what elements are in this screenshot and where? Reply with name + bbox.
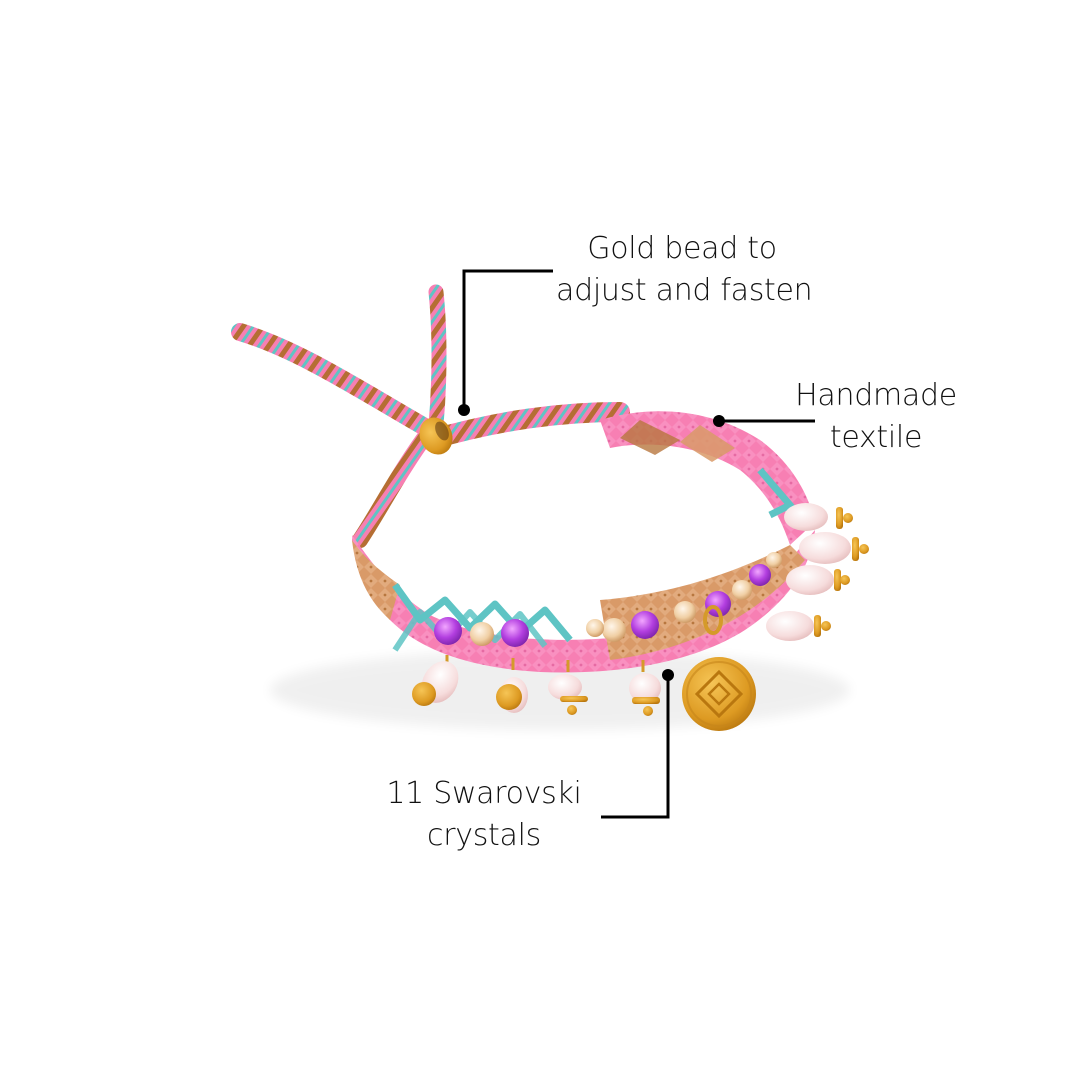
callout-textile-line2: textile: [829, 420, 923, 455]
swarovski-crystals: [434, 552, 782, 647]
callout-crystals-line2: crystals: [427, 818, 541, 853]
leader-line-crystals: [601, 675, 670, 819]
gold-coin-charm: [682, 605, 756, 731]
callout-textile-line1: Handmade: [795, 378, 957, 413]
leader-dot-gold-bead: [458, 404, 470, 416]
callout-handmade-textile: Handmade textile: [788, 375, 964, 459]
gold-bead: [419, 417, 453, 455]
callout-gold-bead: Gold bead to adjust and fasten: [556, 228, 813, 312]
leader-dot-textile: [713, 415, 725, 427]
callout-gold-bead-line2: adjust and fasten: [556, 273, 813, 308]
woven-band-back: [600, 411, 815, 545]
callout-gold-bead-line1: Gold bead to: [587, 231, 777, 266]
leader-dot-crystals: [662, 669, 674, 681]
cord-ends: [231, 284, 630, 548]
callout-crystals-line1: 11 Swarovski: [386, 776, 582, 811]
quartz-drops: [412, 655, 661, 716]
callout-swarovski-crystals: 11 Swarovski crystals: [376, 773, 592, 857]
woven-band-front: [352, 530, 815, 673]
quartz-drops-right: [766, 503, 869, 641]
leader-line-gold-bead: [462, 269, 553, 410]
callout-lines: [458, 269, 815, 819]
